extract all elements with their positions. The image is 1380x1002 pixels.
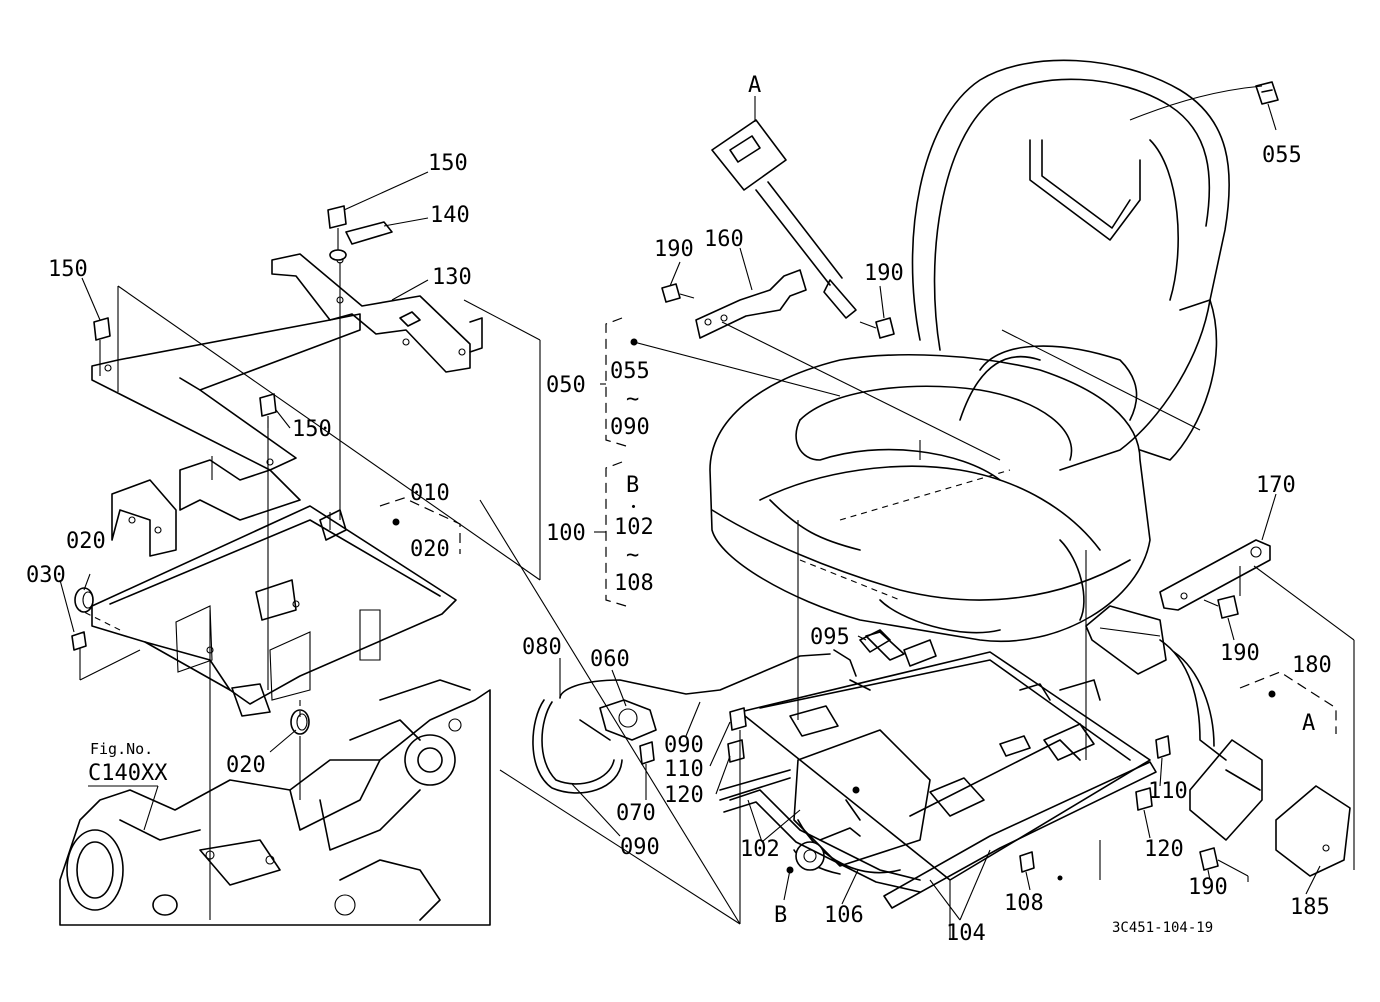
label-185: 185 (1290, 895, 1330, 920)
bullet-050 (630, 338, 638, 346)
left-assembly-lines (79, 262, 741, 925)
label-104: 104 (946, 921, 986, 946)
nut-108 (1019, 851, 1035, 873)
belt-cover-185 (1275, 785, 1351, 877)
belt-bracket-160 (695, 269, 807, 339)
label-tilde-2: ~ (626, 543, 639, 568)
label-055: 055 (1262, 143, 1302, 168)
label-150-mid: 150 (292, 417, 332, 442)
label-190-lower: 190 (1188, 875, 1228, 900)
callout-leaders (59, 96, 1321, 921)
label-A-right: A (1302, 711, 1315, 736)
label-102: 102 (740, 837, 780, 862)
label-dot: ・ (626, 498, 641, 516)
bolt-030 (71, 631, 87, 660)
bullet-108 (1057, 875, 1063, 881)
label-190-side: 190 (1220, 641, 1260, 666)
drawing-code: 3C451-104-19 (1112, 920, 1213, 936)
label-090-bottom: 090 (620, 835, 660, 860)
bolt-190-left (661, 283, 695, 303)
label-020-group: 020 (410, 537, 450, 562)
group-bracket-050 (605, 317, 627, 447)
label-090-range: 090 (610, 415, 650, 440)
label-fig-no: Fig.No. (90, 740, 153, 758)
label-095: 095 (810, 625, 850, 650)
label-120-left: 120 (664, 783, 704, 808)
label-B-bottom: B (774, 903, 787, 928)
clip-055 (1255, 81, 1279, 105)
seat-cushion (709, 354, 1151, 642)
label-010: 010 (410, 481, 450, 506)
label-030: 030 (26, 563, 66, 588)
pin-095 (865, 631, 905, 661)
bushing-020-left (74, 587, 94, 613)
label-140: 140 (430, 203, 470, 228)
label-A-top: A (748, 73, 761, 98)
label-110-left: 110 (664, 757, 704, 782)
side-bracket-170 (1159, 539, 1271, 611)
bolt-110-120-right (1135, 735, 1171, 811)
label-110-right: 110 (1148, 779, 1188, 804)
label-120-right: 120 (1144, 837, 1184, 862)
label-108: 108 (1004, 891, 1044, 916)
label-106: 106 (824, 903, 864, 928)
seat-switch-060 (599, 699, 657, 741)
label-020-left: 020 (66, 529, 106, 554)
label-150-top: 150 (428, 151, 468, 176)
lever-106 (723, 789, 921, 893)
label-055-range: 055 (610, 359, 650, 384)
label-090-mid: 090 (664, 733, 704, 758)
label-060: 060 (590, 647, 630, 672)
label-tilde-1: ~ (626, 387, 639, 412)
seat-backrest (911, 59, 1230, 471)
nut-070 (639, 741, 655, 765)
bullet-010 (392, 518, 400, 526)
transmission-casting (59, 679, 491, 926)
label-190-right: 190 (864, 261, 904, 286)
label-170: 170 (1256, 473, 1296, 498)
seat-assembly-lines (633, 85, 1355, 940)
mounting-bracket-130 (271, 253, 483, 373)
bushing-020-bottom (290, 709, 310, 735)
label-100: 100 (546, 521, 586, 546)
bolt-190-lower (1199, 847, 1249, 877)
wire-harness-080 (532, 629, 891, 794)
label-102-range: 102 (614, 515, 654, 540)
label-080: 080 (522, 635, 562, 660)
label-180: 180 (1292, 653, 1332, 678)
washer-140 (345, 221, 393, 245)
seat-base-frame-010 (91, 459, 457, 717)
seat-belt-retractor-180 (1085, 605, 1263, 841)
seat-rail-plate (91, 313, 361, 471)
bolt-150-left (93, 317, 111, 352)
bolt-150-top (327, 205, 347, 261)
label-150-left: 150 (48, 257, 88, 282)
bolt-110-120-left (727, 707, 747, 763)
label-050: 050 (546, 373, 586, 398)
group-bracket-180 (1239, 671, 1337, 734)
label-020-bottom: 020 (226, 753, 266, 778)
bullet-suspension (852, 786, 860, 794)
label-130: 130 (432, 265, 472, 290)
group-bracket-010 (379, 497, 461, 554)
label-160: 160 (704, 227, 744, 252)
label-B-top: B (626, 473, 639, 498)
bolt-190-side (1203, 595, 1239, 619)
seat-suspension (719, 639, 1157, 909)
seat-belt-buckle-A (711, 119, 857, 319)
bolt-190-right (859, 317, 895, 339)
bullet-180 (1268, 690, 1276, 698)
group-bracket-100 (605, 461, 627, 607)
label-fig-number: C140XX (88, 761, 168, 786)
label-190-left: 190 (654, 237, 694, 262)
label-108-range: 108 (614, 571, 654, 596)
label-070: 070 (616, 801, 656, 826)
